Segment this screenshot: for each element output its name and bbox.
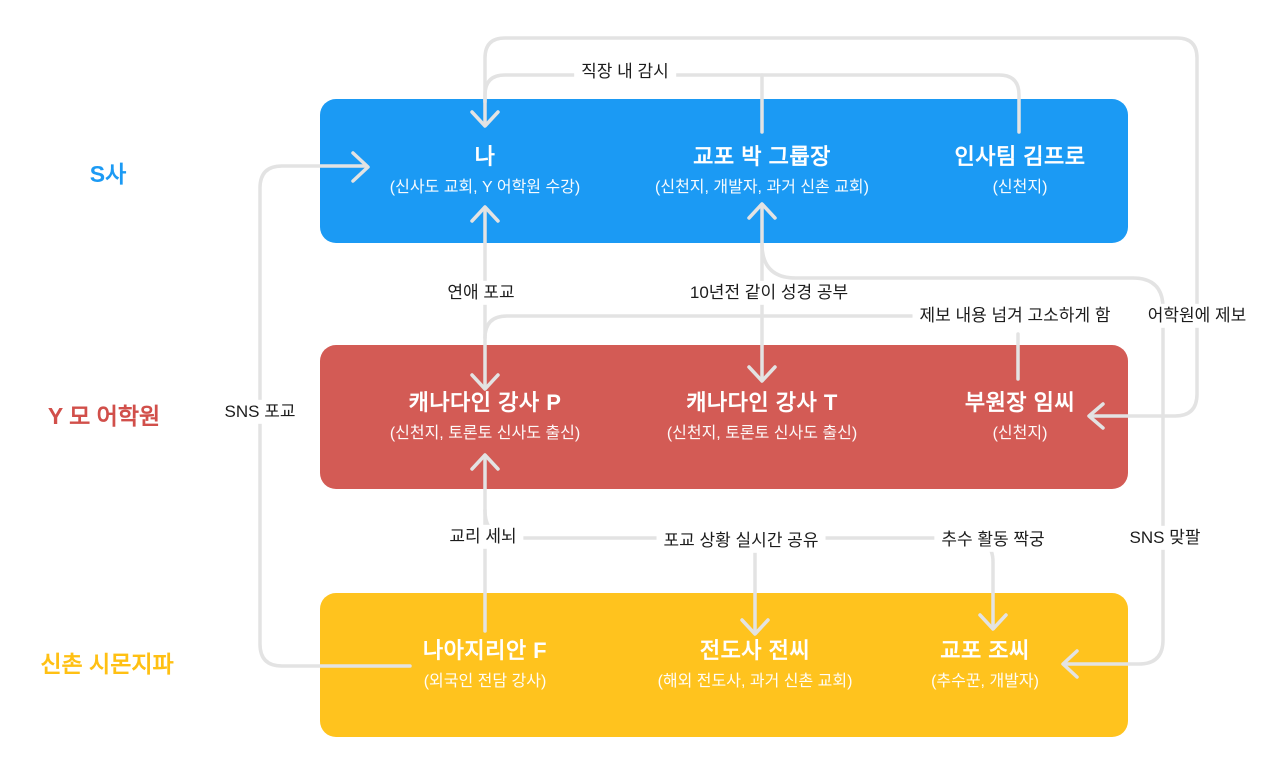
edge-label-workplace-surveillance: 직장 내 감시	[574, 59, 676, 85]
person-desc: (신천지)	[992, 424, 1048, 442]
person-name: 캐나다인 강사 P	[408, 390, 562, 416]
edge-label-sns-recruit: SNS 포교	[217, 399, 303, 425]
person-nigerian-f: 나아지리안 F (외국인 전담 강사)	[335, 593, 635, 737]
group-label-sinchon-sect: 신촌 시몬지파	[40, 651, 174, 677]
person-desc: (외국인 전담 강사)	[423, 672, 547, 690]
group-label-y-academy: Y 모 어학원	[47, 403, 161, 429]
group-label-s-company: S사	[89, 161, 127, 187]
person-name: 전도사 전씨	[699, 638, 811, 664]
edge-label-report-to-academy: 어학원에 제보	[1140, 303, 1254, 329]
band-y-academy: 캐나다인 강사 P (신천지, 토론토 신사도 출신) 캐나다인 강사 T (신…	[320, 345, 1128, 489]
edge-label-bible-study-10yr: 10년전 같이 성경 공부	[682, 280, 856, 306]
person-name: 캐나다인 강사 T	[686, 390, 838, 416]
person-desc: (신천지)	[992, 178, 1048, 196]
band-s-company: 나 (신사도 교회, Y 어학원 수강) 교포 박 그룹장 (신천지, 개발자,…	[320, 99, 1128, 243]
person-name: 부원장 임씨	[964, 390, 1076, 416]
edge-label-harvest-partner: 추수 활동 짝궁	[934, 527, 1052, 553]
person-desc: (신천지, 토론토 신사도 출신)	[389, 424, 581, 442]
edge-label-realtime-share: 포교 상황 실시간 공유	[656, 528, 826, 554]
person-group-leader-park: 교포 박 그룹장 (신천지, 개발자, 과거 신촌 교회)	[612, 99, 912, 243]
person-desc: (신천지, 개발자, 과거 신촌 교회)	[655, 178, 869, 196]
person-name: 교포 조씨	[940, 638, 1030, 664]
person-gyopo-jo: 교포 조씨 (추수꾼, 개발자)	[835, 593, 1135, 737]
edge-label-passed-report-to-sue: 제보 내용 넘겨 고소하게 함	[912, 303, 1118, 329]
person-instructor-t: 캐나다인 강사 T (신천지, 토론토 신사도 출신)	[612, 345, 912, 489]
person-desc: (신사도 교회, Y 어학원 수강)	[389, 178, 581, 196]
person-name: 교포 박 그룹장	[693, 144, 831, 170]
edge-passed-report-line	[483, 314, 914, 340]
person-desc: (해외 전도사, 과거 신촌 교회)	[657, 672, 853, 690]
band-sinchon-sect: 나아지리안 F (외국인 전담 강사) 전도사 전씨 (해외 전도사, 과거 신…	[320, 593, 1128, 737]
person-desc: (신천지, 토론토 신사도 출신)	[666, 424, 858, 442]
person-instructor-p: 캐나다인 강사 P (신천지, 토론토 신사도 출신)	[335, 345, 635, 489]
person-hr-kim: 인사팀 김프로 (신천지)	[870, 99, 1170, 243]
person-name: 인사팀 김프로	[954, 144, 1086, 170]
person-vice-director-lim: 부원장 임씨 (신천지)	[870, 345, 1170, 489]
edge-label-doctrine-brainwash: 교리 세뇌	[442, 524, 524, 550]
edge-label-sns-mutual-follow: SNS 맞팔	[1122, 525, 1208, 551]
person-me: 나 (신사도 교회, Y 어학원 수강)	[335, 99, 635, 243]
edge-label-dating-recruit: 연애 포교	[440, 280, 522, 306]
person-name: 나	[474, 144, 496, 170]
person-desc: (추수꾼, 개발자)	[931, 672, 1039, 690]
person-name: 나아지리안 F	[422, 638, 548, 664]
